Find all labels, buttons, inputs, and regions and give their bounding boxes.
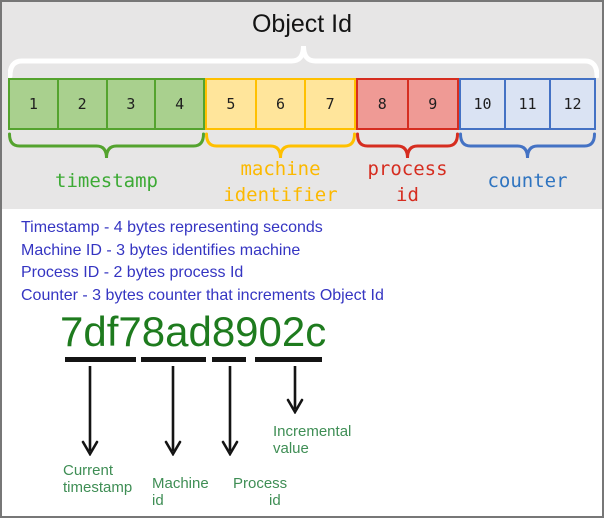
- byte-cell: 10: [459, 78, 506, 130]
- group-brace-icon-process-id: [356, 132, 459, 159]
- hex-example-value: 7df78ad8902c: [60, 308, 327, 355]
- group-label-line: process: [367, 158, 448, 180]
- description-line: Timestamp - 4 bytes representing seconds: [21, 219, 323, 236]
- description-line: Process ID - 2 bytes process Id: [21, 264, 244, 281]
- group-label-timestamp: timestamp: [8, 168, 205, 194]
- group-label-process-id: process id: [356, 156, 459, 208]
- byte-cell: 2: [56, 78, 108, 130]
- callout-line: id: [269, 492, 281, 509]
- byte-cell: 8: [356, 78, 409, 130]
- down-arrow-icon: [221, 366, 239, 456]
- byte-cell: 9: [406, 78, 459, 130]
- byte-cell: 5: [205, 78, 257, 130]
- callout-line: Machine: [152, 475, 209, 492]
- group-label-line: identifier: [223, 184, 338, 206]
- byte-cell: 3: [105, 78, 157, 130]
- hex-underline-bar: [141, 357, 206, 362]
- group-label-line: counter: [487, 170, 568, 192]
- diagram-title: Object Id: [251, 10, 353, 38]
- hex-underline-bar: [255, 357, 322, 362]
- callout-line: Current: [63, 462, 114, 479]
- group-label-line: id: [396, 184, 419, 206]
- group-brace-icon-counter: [459, 132, 596, 159]
- callout-line: id: [152, 492, 164, 509]
- group-brace-icon-machine-identifier: [205, 132, 356, 159]
- hex-underline-bar: [65, 357, 136, 362]
- byte-cell: 7: [304, 78, 357, 130]
- callout-line: timestamp: [63, 479, 133, 496]
- description-line: Counter - 3 bytes counter that increment…: [21, 286, 384, 304]
- down-arrow-icon: [164, 366, 182, 456]
- byte-cell: 12: [549, 78, 596, 130]
- top-brace-icon: [8, 45, 599, 78]
- down-arrow-icon: [286, 366, 304, 414]
- callout-line: Process: [233, 475, 288, 492]
- group-label-counter: counter: [459, 168, 596, 194]
- descriptions-block: Timestamp - 4 bytes representing seconds…: [21, 217, 384, 307]
- byte-cell: 1: [8, 78, 59, 130]
- byte-cell: 4: [154, 78, 205, 130]
- byte-cell: 11: [504, 78, 551, 130]
- callout-line: value: [273, 440, 309, 457]
- group-label-line: machine: [240, 158, 321, 180]
- down-arrow-icon: [81, 366, 99, 456]
- hex-underline-bar: [212, 357, 246, 362]
- byte-cell: 6: [254, 78, 307, 130]
- description-line: Machine ID - 3 bytes identifies machine: [21, 241, 301, 259]
- group-brace-icon-timestamp: [8, 132, 205, 159]
- callout-line: Incremental: [273, 423, 352, 440]
- group-label-line: timestamp: [55, 170, 158, 192]
- group-label-machine-identifier: machine identifier: [205, 156, 356, 208]
